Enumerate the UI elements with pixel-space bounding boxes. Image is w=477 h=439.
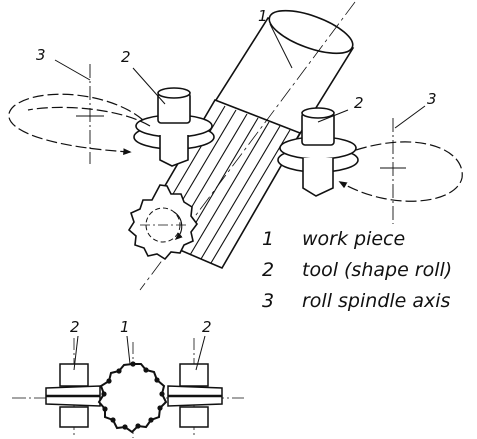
leader-bottom-work-piece — [126, 335, 131, 365]
callout-axis-left: 3 — [36, 46, 46, 64]
legend-text: work piece — [302, 228, 406, 250]
callout-bottom-tool-right: 2 — [202, 318, 212, 336]
callout-work-piece: 1 — [258, 7, 268, 25]
legend-item-tool: 2 tool (shape roll) — [262, 259, 474, 290]
legend-text: roll spindle axis — [302, 290, 451, 312]
tool-right — [277, 107, 359, 197]
legend: 1 work piece 2 tool (shape roll) 3 roll … — [262, 228, 474, 321]
callout-tool-right: 2 — [354, 94, 364, 112]
leader-workpiece — [269, 23, 293, 69]
roll-spindle-axis-right — [338, 118, 463, 224]
roll-spindle-axis-left — [8, 64, 151, 164]
callout-bottom-work-piece: 1 — [120, 318, 130, 336]
legend-number: 3 — [262, 290, 275, 312]
leader-bottom-tool-right — [195, 335, 206, 371]
legend-item-work-piece: 1 work piece — [262, 228, 474, 259]
legend-number: 2 — [262, 259, 275, 281]
legend-number: 1 — [262, 228, 275, 250]
leader-axis-left — [54, 59, 91, 81]
callout-tool-left: 2 — [121, 48, 131, 66]
callout-axis-right: 3 — [427, 90, 437, 108]
end-view-tool-right — [167, 363, 223, 428]
tool-left — [133, 87, 215, 167]
callout-bottom-tool-left: 2 — [70, 318, 80, 336]
end-view-tool-left — [45, 363, 101, 428]
leader-axis-right — [394, 105, 426, 129]
leader-bottom-tool-left — [73, 335, 79, 371]
legend-item-roll-spindle-axis: 3 roll spindle axis — [262, 290, 474, 321]
leader-tool-left — [132, 67, 166, 105]
work-piece-gear-end — [127, 184, 198, 261]
legend-text: tool (shape roll) — [302, 259, 453, 281]
leader-tool-right — [317, 109, 349, 123]
end-view-work-piece — [97, 361, 168, 434]
end-view-diagram — [12, 335, 244, 438]
